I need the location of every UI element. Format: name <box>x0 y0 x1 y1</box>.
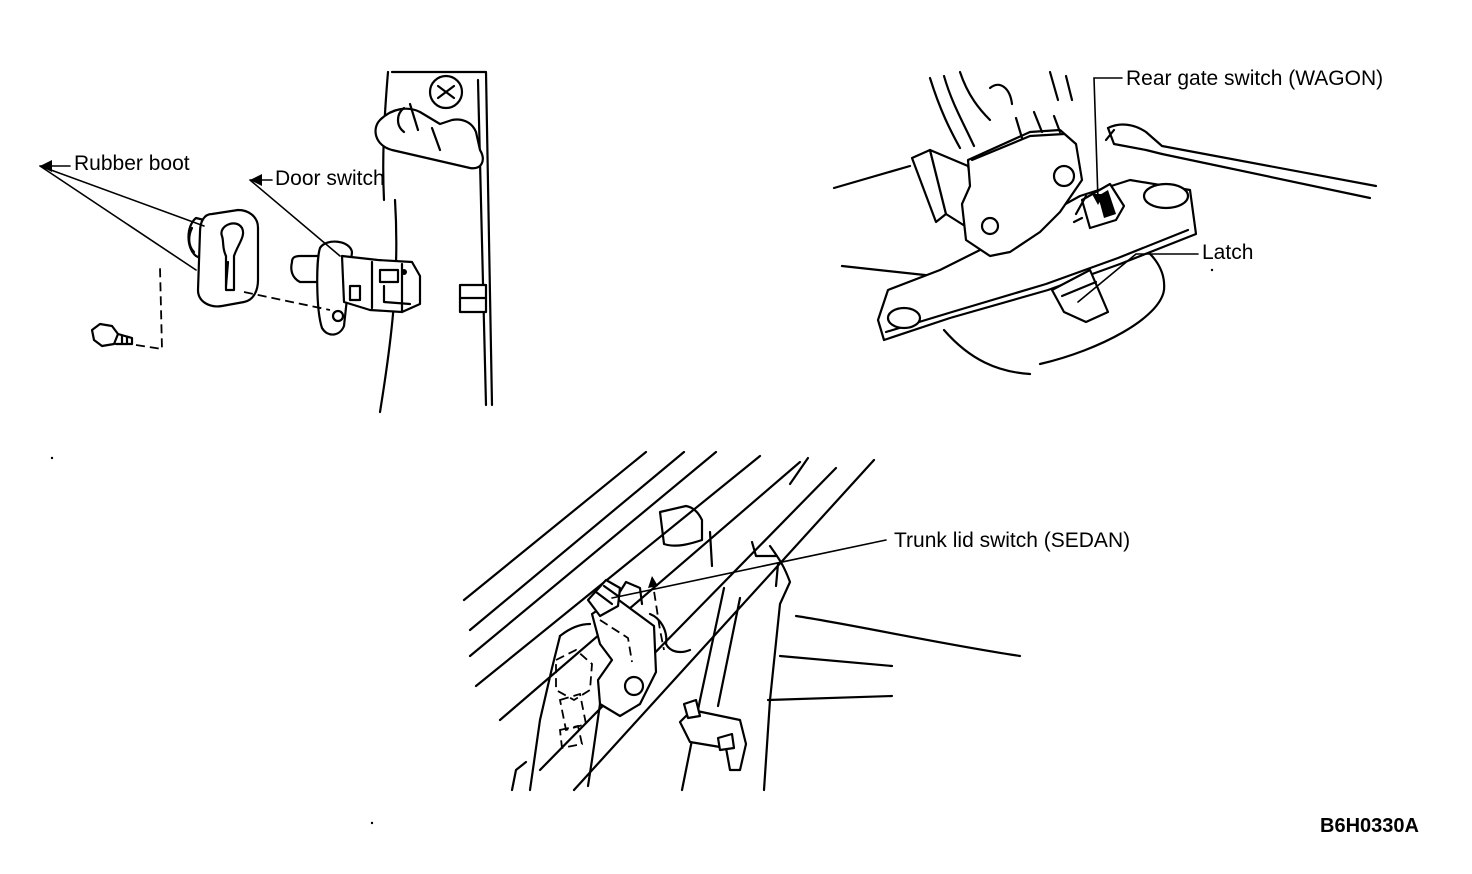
leader-line-latch <box>1077 253 1199 303</box>
label-trunk-lid-switch: Trunk lid switch (SEDAN) <box>894 529 1131 552</box>
trunk-lid-illustration <box>462 450 1022 792</box>
leader-line-trunk-lid-switch <box>611 539 887 599</box>
rubber-boot-illustration <box>187 208 260 308</box>
door-switch-screw-illustration <box>90 322 134 348</box>
label-rubber-boot: Rubber boot <box>74 152 190 175</box>
figure-code: B6H0330A <box>1320 815 1419 837</box>
leader-line-rubber-boot <box>39 165 205 271</box>
alignment-line <box>135 267 163 351</box>
label-door-switch: Door switch <box>275 167 385 190</box>
leader-line-door-switch <box>249 179 341 257</box>
alignment-line <box>243 291 331 311</box>
leader-line-rear-gate-switch <box>1093 77 1123 201</box>
door-switch-illustration <box>290 240 422 336</box>
label-latch: Latch <box>1202 241 1254 264</box>
rear-gate-latch-illustration <box>832 70 1378 376</box>
label-rear-gate-switch: Rear gate switch (WAGON) <box>1126 67 1384 90</box>
door-pillar-illustration <box>374 70 494 414</box>
